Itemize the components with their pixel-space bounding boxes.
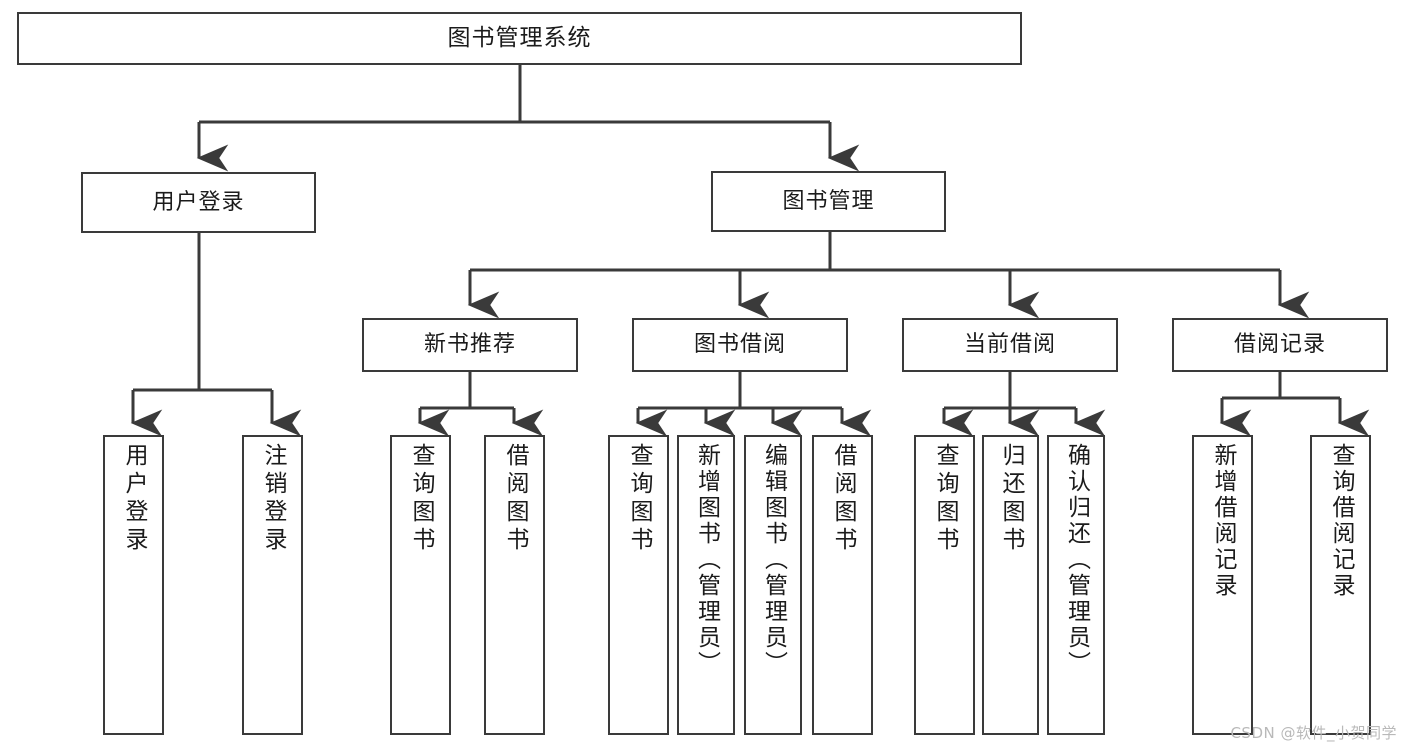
leaf-borrow-book-new-rec[interactable]: 借阅图书 — [484, 435, 545, 735]
node-label: 查询图书 — [932, 443, 958, 555]
leaf-return-book[interactable]: 归还图书 — [982, 435, 1039, 735]
node-label: 用户登录 — [152, 189, 245, 215]
node-label: 编辑图书（管理员） — [760, 443, 787, 677]
node-label: 图书管理 — [782, 188, 875, 214]
node-root-book-management-system[interactable]: 图书管理系统 — [17, 12, 1022, 65]
node-label: 图书借阅 — [693, 332, 786, 358]
leaf-edit-book-admin[interactable]: 编辑图书（管理员） — [744, 435, 802, 735]
leaf-query-borrow-record[interactable]: 查询借阅记录 — [1310, 435, 1371, 735]
leaf-logout[interactable]: 注销登录 — [242, 435, 303, 735]
node-label: 新增图书（管理员） — [693, 443, 720, 677]
node-user-login[interactable]: 用户登录 — [81, 172, 316, 233]
leaf-user-login[interactable]: 用户登录 — [103, 435, 164, 735]
leaf-borrow-book[interactable]: 借阅图书 — [812, 435, 873, 735]
node-label: 归还图书 — [998, 443, 1024, 555]
node-book-borrowing[interactable]: 图书借阅 — [632, 318, 848, 372]
node-label: 当前借阅 — [963, 332, 1056, 358]
node-label: 查询借阅记录 — [1328, 443, 1354, 599]
csdn-watermark: CSDN @软件_小贺同学 — [1230, 724, 1397, 742]
node-label: 新书推荐 — [423, 332, 516, 358]
node-current-borrowing[interactable]: 当前借阅 — [902, 318, 1118, 372]
node-label: 新增借阅记录 — [1210, 443, 1236, 599]
leaf-query-book-new-rec[interactable]: 查询图书 — [390, 435, 451, 735]
node-label: 图书管理系统 — [447, 24, 592, 51]
leaf-add-book-admin[interactable]: 新增图书（管理员） — [677, 435, 735, 735]
leaf-query-book-current[interactable]: 查询图书 — [914, 435, 975, 735]
node-label: 借阅图书 — [502, 443, 528, 555]
node-label: 用户登录 — [121, 443, 147, 555]
leaf-confirm-return-admin[interactable]: 确认归还（管理员） — [1047, 435, 1105, 735]
node-label: 借阅图书 — [830, 443, 856, 555]
node-label: 注销登录 — [260, 443, 286, 555]
node-label: 借阅记录 — [1233, 332, 1326, 358]
node-label: 查询图书 — [408, 443, 434, 555]
leaf-add-borrow-record[interactable]: 新增借阅记录 — [1192, 435, 1253, 735]
node-new-book-recommendation[interactable]: 新书推荐 — [362, 318, 578, 372]
node-label: 确认归还（管理员） — [1063, 443, 1090, 677]
node-label: 查询图书 — [626, 443, 652, 555]
leaf-query-book-borrow[interactable]: 查询图书 — [608, 435, 669, 735]
node-borrowing-record[interactable]: 借阅记录 — [1172, 318, 1388, 372]
node-book-management[interactable]: 图书管理 — [711, 171, 946, 232]
